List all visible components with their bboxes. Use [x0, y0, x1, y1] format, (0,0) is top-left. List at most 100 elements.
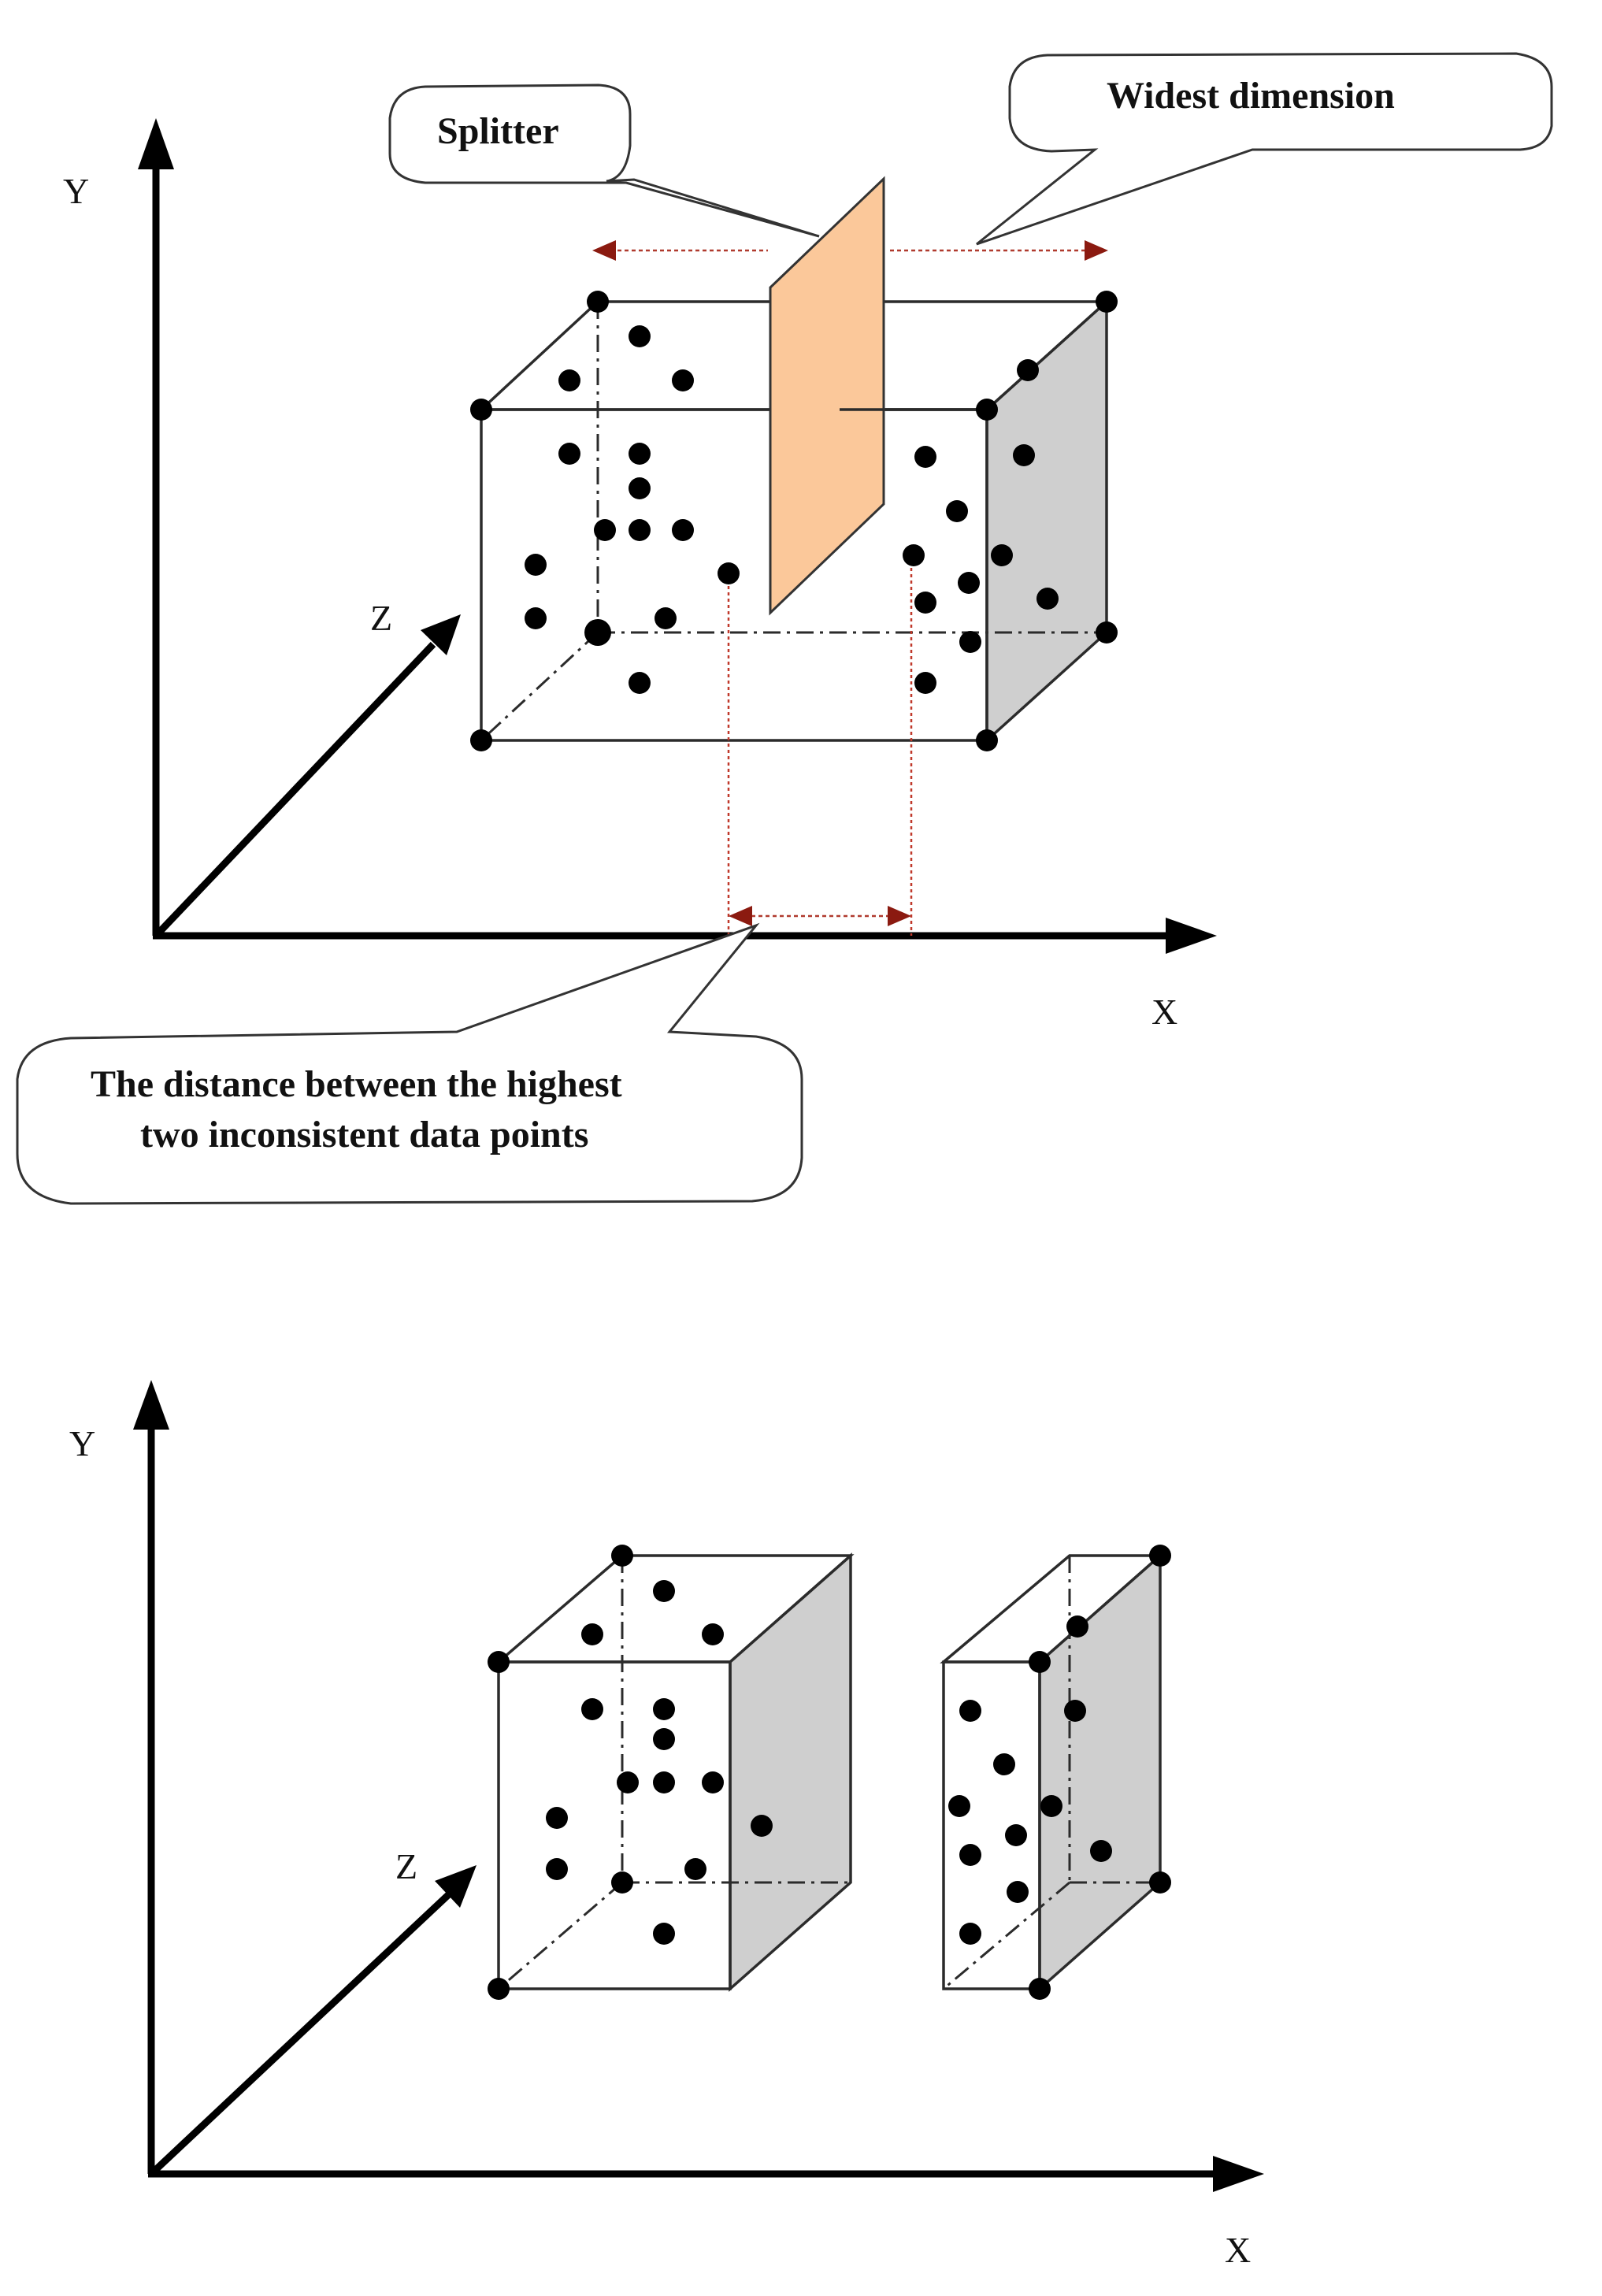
- bottom-left-point: [617, 1771, 639, 1793]
- top-y-axis-arrowhead: [138, 118, 174, 169]
- bottom-right-box: [940, 1552, 1164, 1992]
- bottom-right-point: [1029, 1978, 1051, 2000]
- top-point: [629, 325, 651, 347]
- bottom-z-axis-label: Z: [395, 1846, 417, 1886]
- bottom-right-point: [1090, 1840, 1112, 1862]
- distance-callout-text-line1: The distance between the highest: [91, 1063, 622, 1105]
- top-data-points: [470, 291, 1118, 751]
- right-box-hidden-depth: [943, 1881, 1070, 1990]
- splitter-plane: [769, 176, 885, 616]
- distance-callout-text-line2: two inconsistent data points: [140, 1114, 588, 1155]
- bottom-left-point: [653, 1698, 675, 1720]
- top-point: [1017, 359, 1039, 381]
- bottom-left-point: [702, 1771, 724, 1793]
- top-point: [594, 519, 616, 541]
- bottom-right-point: [1149, 1871, 1171, 1894]
- top-point: [629, 477, 651, 499]
- left-box-hidden-depth: [498, 1881, 623, 1990]
- bottom-right-point: [948, 1795, 970, 1817]
- top-point: [958, 572, 980, 594]
- bottom-right-point: [1040, 1795, 1062, 1817]
- top-point: [991, 544, 1013, 566]
- top-x-axis-label: X: [1151, 992, 1177, 1032]
- top-point: [914, 592, 936, 614]
- widest-arrow-left-head: [592, 240, 616, 261]
- bottom-z-axis-arrowhead: [435, 1865, 477, 1908]
- top-point: [718, 562, 740, 584]
- top-point: [525, 554, 547, 576]
- top-point: [1013, 444, 1035, 466]
- top-point: [629, 519, 651, 541]
- top-panel: Y X Z: [16, 52, 1553, 1205]
- top-z-axis-arrowhead: [421, 614, 461, 655]
- top-x-axis-arrowhead: [1166, 918, 1217, 954]
- bottom-left-point: [488, 1651, 510, 1673]
- top-point: [672, 519, 694, 541]
- left-box-side-face: [729, 1552, 852, 1992]
- bottom-data-points: [488, 1545, 1171, 2000]
- distance-arrow-right-head: [888, 906, 911, 926]
- splitter-callout-text: Splitter: [437, 110, 559, 152]
- bottom-right-point: [993, 1753, 1015, 1775]
- bottom-left-point: [653, 1728, 675, 1750]
- widest-dimension-callout-text: Widest dimension: [1107, 75, 1395, 117]
- distance-callout: The distance between the highest two inc…: [16, 922, 803, 1205]
- bottom-left-point: [611, 1871, 633, 1894]
- bottom-x-axis-label: X: [1225, 2230, 1251, 2270]
- top-point: [584, 619, 611, 646]
- top-point: [959, 631, 981, 653]
- bottom-left-point: [488, 1978, 510, 2000]
- bottom-left-point: [581, 1623, 603, 1645]
- bottom-left-point: [702, 1623, 724, 1645]
- bottom-right-point: [1007, 1881, 1029, 1903]
- top-point: [558, 443, 580, 465]
- top-guides: [592, 240, 1108, 936]
- bottom-x-axis-arrowhead: [1213, 2156, 1264, 2192]
- top-point: [655, 607, 677, 629]
- top-z-axis-label: Z: [370, 598, 392, 638]
- top-point: [587, 291, 609, 313]
- top-point: [976, 729, 998, 751]
- distance-callout-bubble: [16, 922, 803, 1205]
- top-box-side-face: [985, 299, 1108, 744]
- bottom-right-point: [1149, 1545, 1171, 1567]
- widest-dimension-callout-bubble: [976, 52, 1553, 246]
- top-point: [1096, 621, 1118, 644]
- top-axes: Y X Z: [63, 118, 1217, 1032]
- bottom-left-point: [653, 1923, 675, 1945]
- left-box-front-face: [497, 1660, 732, 1990]
- bottom-panel: Y X Z: [69, 1380, 1264, 2270]
- top-point: [672, 369, 694, 391]
- bottom-right-point: [959, 1700, 981, 1722]
- bottom-right-point: [959, 1923, 981, 1945]
- top-point: [914, 446, 936, 468]
- bottom-left-box: [495, 1552, 855, 1992]
- bottom-right-point: [1066, 1615, 1088, 1638]
- top-point: [525, 607, 547, 629]
- bottom-left-point: [751, 1815, 773, 1837]
- bottom-right-point: [1029, 1651, 1051, 1673]
- bottom-left-point: [546, 1807, 568, 1829]
- top-box-hidden-depth: [480, 631, 599, 742]
- splitter-callout: Splitter: [388, 83, 820, 238]
- top-point: [903, 544, 925, 566]
- bottom-right-point: [1005, 1824, 1027, 1846]
- bottom-left-point: [546, 1858, 568, 1880]
- top-point: [914, 672, 936, 694]
- bottom-left-point: [611, 1545, 633, 1567]
- bottom-left-point: [653, 1771, 675, 1793]
- splitter-callout-bubble: [388, 83, 820, 238]
- top-y-axis-label: Y: [63, 171, 89, 211]
- bottom-right-point: [959, 1844, 981, 1866]
- bottom-left-point: [653, 1580, 675, 1602]
- distance-arrow-left-head: [729, 906, 752, 926]
- widest-arrow-right-head: [1085, 240, 1108, 261]
- top-point: [1036, 588, 1059, 610]
- top-point: [470, 729, 492, 751]
- bottom-y-axis-label: Y: [69, 1423, 95, 1463]
- bottom-z-axis: [148, 1891, 452, 2177]
- top-point: [558, 369, 580, 391]
- top-point: [1096, 291, 1118, 313]
- bottom-left-point: [581, 1698, 603, 1720]
